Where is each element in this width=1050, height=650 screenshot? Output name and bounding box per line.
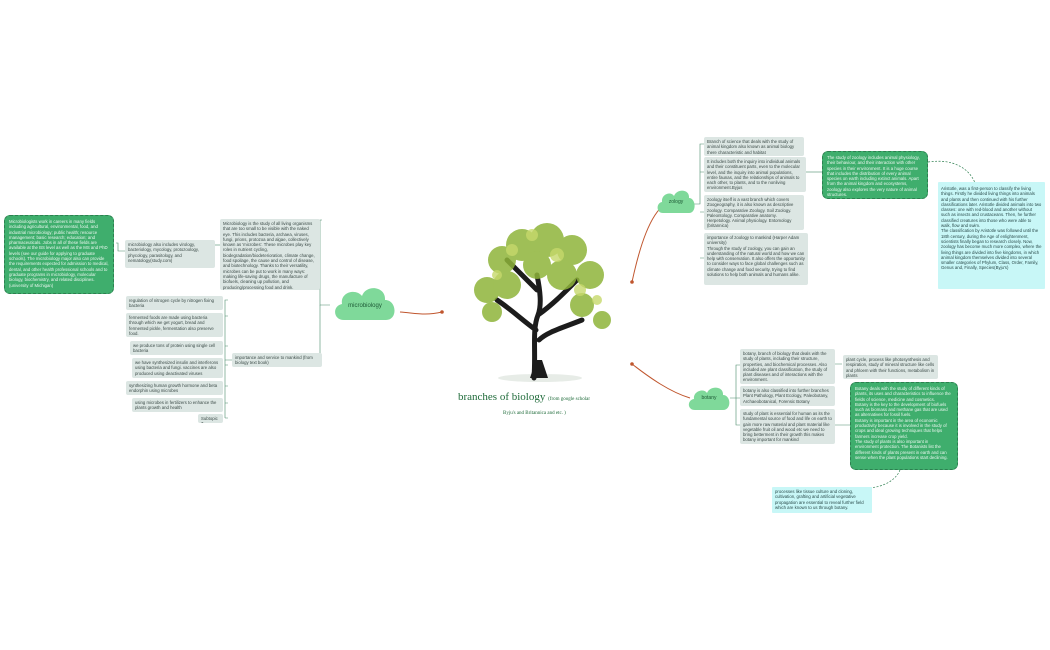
branch-microbiology <box>225 315 228 419</box>
microbiology-importance-item[interactable]: regulation of nitrogen cycle by nitrogen… <box>126 296 223 310</box>
connector-botany <box>631 363 691 399</box>
link-zoology-notes <box>927 160 976 184</box>
central-source: (from google scholar <box>548 397 591 402</box>
botany-green-note[interactable]: Botany deals with the study of different… <box>850 382 958 470</box>
branch-microbiology <box>116 242 125 252</box>
microbiology-importance-item[interactable]: using microbes in fertilizers to enhance… <box>132 398 223 412</box>
connector-microbiology <box>399 311 443 315</box>
botany-item[interactable]: botany is also classified into further b… <box>740 386 835 406</box>
branch-microbiology <box>224 299 232 361</box>
connector-dot <box>440 310 444 314</box>
central-title[interactable]: branches of biology (from google scholar <box>458 391 590 403</box>
microbiology-definition[interactable]: Microbiology is the study of all living … <box>220 219 320 290</box>
microbiology-careers[interactable]: Microbiologists work in careers in many … <box>4 215 114 294</box>
botany-item[interactable]: study of plant is essential for human as… <box>740 409 835 444</box>
botany-cloud-icon[interactable] <box>686 383 732 413</box>
zoology-item[interactable]: It includes both the inquiry into indivi… <box>704 157 806 192</box>
zoology-label[interactable]: zology <box>668 199 684 205</box>
zoology-item[interactable]: zoology itself is a vast branch which co… <box>704 195 804 230</box>
connector-dot <box>630 362 634 366</box>
zoology-cyan-note[interactable]: Aristotle, was a first-person to classif… <box>938 182 1045 289</box>
branch-zoology <box>700 171 704 259</box>
zoology-cloud-icon[interactable] <box>655 186 697 216</box>
branch-botany <box>735 397 740 426</box>
link-botany-notes <box>865 469 901 489</box>
microbiology-importance-item[interactable]: synthesizing human growth hormone and be… <box>126 381 223 395</box>
botany-side-note[interactable]: plant cycle, process like photosynthesis… <box>843 355 938 379</box>
branch-microbiology <box>319 219 330 306</box>
microbiology-cloud-icon[interactable] <box>330 282 400 324</box>
microbiology-also-includes[interactable]: microbiology also includes virology, bac… <box>125 240 215 268</box>
microbiology-importance[interactable]: importance and service to mankind (from … <box>232 353 322 367</box>
microbiology-importance-item[interactable]: we produce tons of protein using single … <box>130 341 223 355</box>
branch-microbiology <box>319 305 322 361</box>
central-title-text: branches of biology <box>458 391 546 403</box>
connector-dot <box>630 280 634 284</box>
central-source-2: Byju's and Britannica and etc. ) <box>503 411 566 416</box>
zoology-item[interactable]: importance of zoology to mankind (Harper… <box>704 233 808 285</box>
branch-botany <box>835 363 850 426</box>
microbiology-importance-item[interactable]: we have synthesized insulin and interfer… <box>132 358 223 378</box>
zoology-green-note[interactable]: The study of zoology includes animal phy… <box>822 151 928 199</box>
microbiology-importance-item[interactable]: fermented foods are made using bacteria … <box>126 313 223 337</box>
botany-cyan-note[interactable]: processes like tissue culture and clonin… <box>772 487 872 513</box>
zoology-item[interactable]: Branch of science that deals with the st… <box>704 137 804 156</box>
botany-label[interactable]: botany <box>701 395 717 401</box>
microbiology-label[interactable]: microbiology <box>348 303 382 309</box>
tree-illustration <box>474 223 611 382</box>
branch-botany <box>730 364 740 399</box>
microbiology-importance-item[interactable]: Subtopic 7 <box>198 414 223 423</box>
botany-item[interactable]: botany, branch of biology that deals wit… <box>740 349 835 384</box>
